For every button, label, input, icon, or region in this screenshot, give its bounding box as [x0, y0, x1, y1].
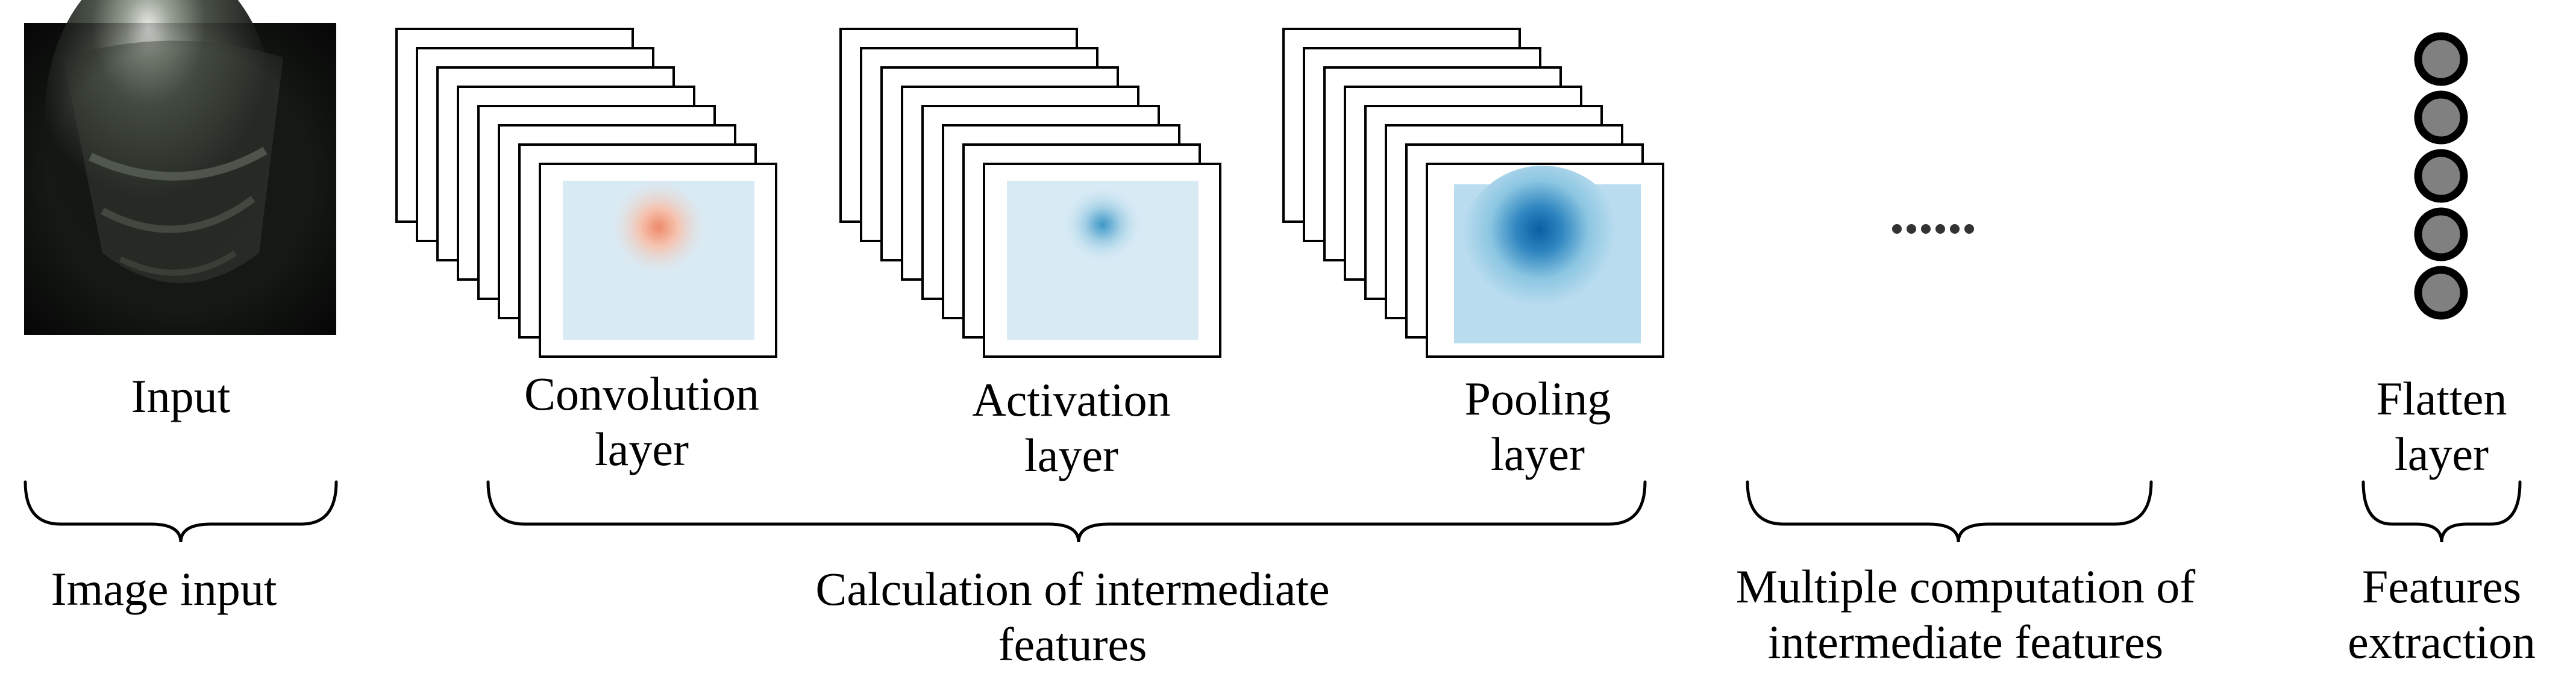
convolution-feature-map-stack: [395, 28, 777, 358]
input-image: [24, 0, 336, 335]
convolution-label-line2: layer: [595, 423, 689, 475]
activation-label: Activation layer: [972, 372, 1170, 483]
activation-label-line1: Activation: [972, 374, 1171, 426]
intermediate-group-label-line1: Calculation of intermediate: [815, 563, 1330, 615]
flatten-label-line1: Flatten: [2376, 372, 2507, 425]
extraction-group-label-line1: Features: [2361, 560, 2522, 613]
pooling-feature-map-stack: [1282, 28, 1664, 358]
brace-multiple: [1746, 480, 2153, 543]
pooling-label-line2: layer: [1491, 428, 1585, 480]
ellipsis-dots: [1892, 224, 1974, 234]
intermediate-group-label-line2: features: [998, 618, 1147, 670]
flatten-node: [2414, 32, 2468, 86]
intermediate-group-label: Calculation of intermediate features: [815, 561, 1329, 672]
brace-extraction: [2361, 480, 2522, 543]
input-label: Input: [131, 370, 231, 422]
brace-intermediate: [486, 480, 1647, 543]
flatten-node: [2414, 266, 2468, 320]
multiple-group-label-line1: Multiple computation of: [1735, 560, 2196, 613]
brace-image-input: [24, 480, 338, 543]
pooling-label-line1: Pooling: [1464, 372, 1611, 425]
flatten-node: [2414, 149, 2468, 203]
convolution-label-line1: Convolution: [524, 367, 760, 420]
multiple-group-label-line2: intermediate features: [1767, 616, 2164, 668]
flatten-node: [2414, 90, 2468, 145]
activation-label-line2: layer: [1024, 429, 1118, 481]
extraction-group-label-line2: extraction: [2348, 616, 2536, 668]
activation-feature-map-stack: [839, 28, 1221, 358]
multiple-group-label: Multiple computation of intermediate fea…: [1736, 559, 2196, 670]
image-input-group-label: Image input: [51, 563, 277, 615]
flatten-label-line2: layer: [2395, 428, 2489, 480]
extraction-group-label: Features extraction: [2348, 559, 2536, 670]
flatten-node: [2414, 207, 2468, 261]
flatten-label: Flatten layer: [2377, 371, 2507, 482]
pooling-label: Pooling layer: [1465, 371, 1611, 482]
convolution-label: Convolution layer: [524, 366, 759, 477]
flatten-nodes: [2414, 32, 2468, 320]
